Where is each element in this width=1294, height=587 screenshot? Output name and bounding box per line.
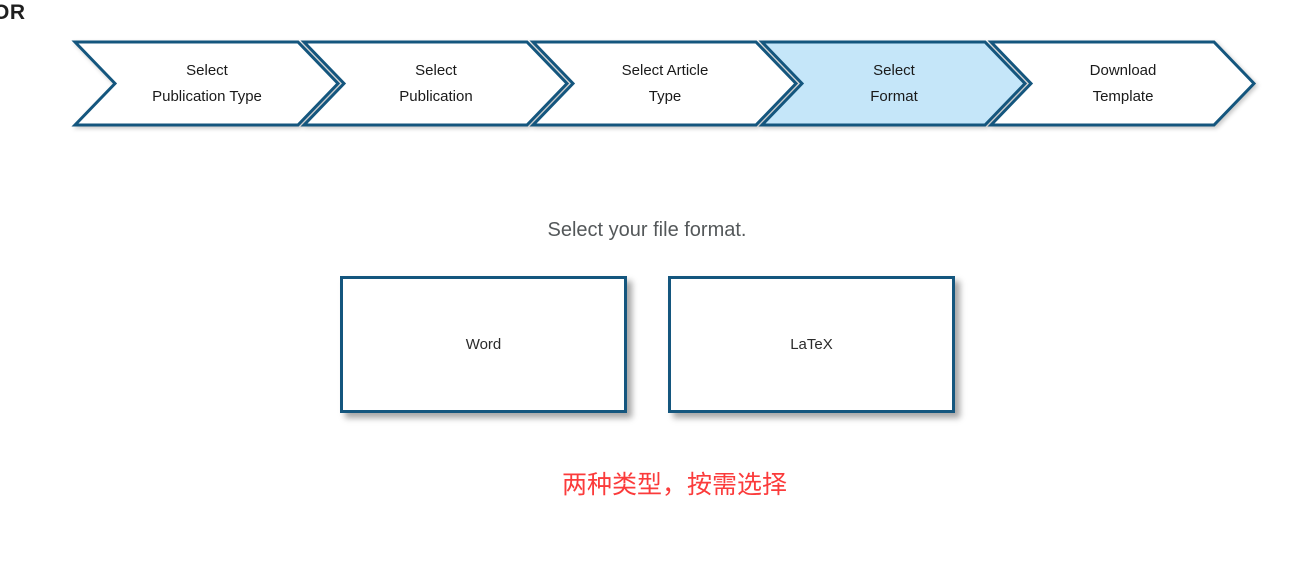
step-select-format[interactable]: Select Format [806,42,982,125]
step-label-line: Publication Type [152,87,262,105]
step-label-line: Select [186,61,228,79]
chevron-download-template[interactable] [987,40,1257,127]
step-select-publication[interactable]: Select Publication [348,42,524,125]
format-option-latex[interactable]: LaTeX [668,276,955,413]
wizard-stepper: Select Publication Type Select Publicati… [0,0,1294,140]
step-select-article-type[interactable]: Select Article Type [577,42,753,125]
step-label-line: Select [873,61,915,79]
step-label-line: Format [870,87,918,105]
step-download-template[interactable]: Download Template [1035,42,1211,125]
format-option-label: Word [465,336,502,353]
chevron-select-article-type[interactable] [529,40,799,127]
step-label-line: Download [1089,61,1157,79]
step-label-line: Publication [399,87,473,105]
format-option-label: LaTeX [790,336,833,353]
instruction-text: Select your file format. [547,219,747,241]
step-label-line: Template [1092,87,1154,105]
step-label-line: Select Article [621,61,709,79]
step-label-line: Type [648,87,682,105]
annotation-text-chinese: 两种类型，按需选择 [562,471,788,499]
chevron-select-publication-type[interactable] [71,40,341,127]
format-option-word[interactable]: Word [340,276,627,413]
chevron-select-publication[interactable] [300,40,570,127]
step-select-publication-type[interactable]: Select Publication Type [119,42,295,125]
chevron-select-format[interactable] [758,40,1028,127]
page-title-fragment: OR [0,1,26,24]
step-label-line: Select [415,61,457,79]
